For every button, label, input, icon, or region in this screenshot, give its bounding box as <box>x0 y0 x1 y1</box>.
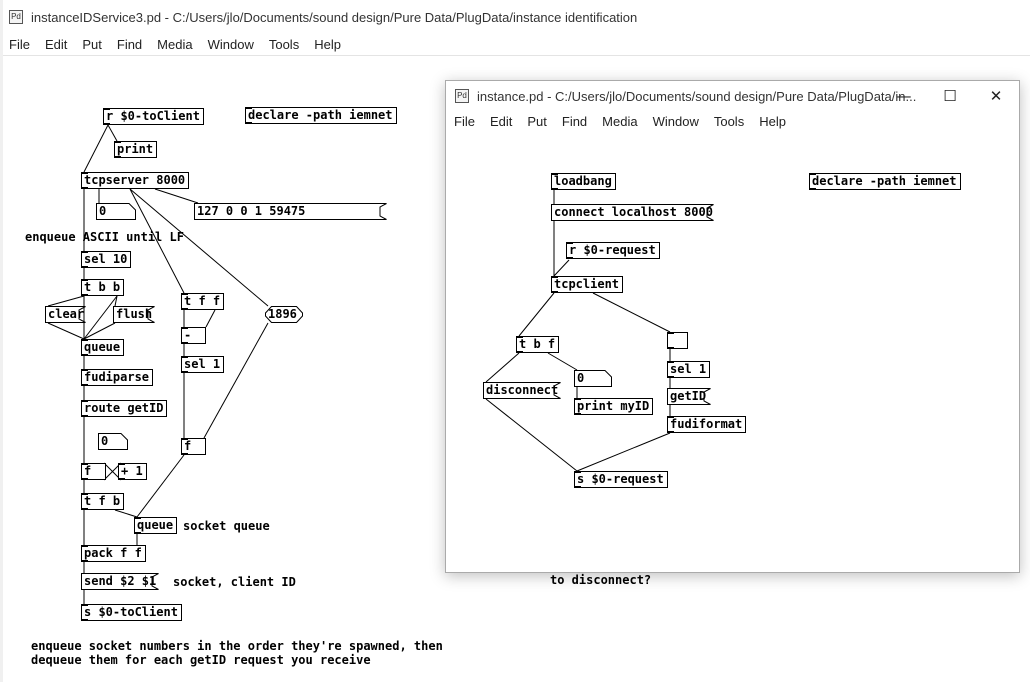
menu-file[interactable]: File <box>9 36 30 52</box>
tbf-object[interactable]: t b f <box>516 336 560 353</box>
connect-message[interactable]: connect localhost 8000 <box>551 204 723 221</box>
maximize-button[interactable]: ☐ <box>943 87 957 105</box>
window-left-edge <box>0 0 3 682</box>
sel10-object[interactable]: sel 10 <box>81 251 132 268</box>
instance-window-title: instance.pd - C:/Users/jlo/Documents/sou… <box>477 88 917 104</box>
menu-find[interactable]: Find <box>116 36 143 52</box>
float-object[interactable]: f <box>81 463 106 480</box>
tcpclient-object[interactable]: tcpclient <box>551 276 624 293</box>
flush-message-text: flush <box>116 307 153 321</box>
print-object[interactable]: print <box>114 141 158 158</box>
socket-queue-comment: socket queue <box>183 519 270 533</box>
menu-window[interactable]: Window <box>207 36 254 52</box>
close-button[interactable]: ✕ <box>989 87 1003 105</box>
tbb-object[interactable]: t b b <box>81 279 125 296</box>
pack-object[interactable]: pack f f <box>81 545 146 562</box>
menu-media[interactable]: Media <box>157 36 193 52</box>
menu-edit[interactable]: Edit <box>44 36 68 52</box>
main-title-bar[interactable]: Pd instanceIDService3.pd - C:/Users/jlo/… <box>0 0 1030 34</box>
socket-number-value: 1896 <box>268 307 297 321</box>
s-request-object[interactable]: s $0-request <box>574 471 668 488</box>
instance-window: Pd instance.pd - C:/Users/jlo/Documents/… <box>445 80 1020 573</box>
clear-message[interactable]: clear <box>45 306 94 323</box>
menu-help[interactable]: Help <box>314 36 341 52</box>
route-getid-object[interactable]: route getID <box>81 400 168 417</box>
main-menu-bar: File Edit Put Find Media Window Tools He… <box>0 34 1030 54</box>
sel1-object[interactable]: sel 1 <box>667 361 711 378</box>
queue-object[interactable]: queue <box>81 339 125 356</box>
menu-media[interactable]: Media <box>602 113 638 129</box>
main-window-title: instanceIDService3.pd - C:/Users/jlo/Doc… <box>31 9 638 25</box>
menu-window[interactable]: Window <box>652 113 699 129</box>
id-number-box[interactable]: 0 <box>574 370 612 387</box>
disconnect-question-comment: to disconnect? <box>550 573 652 587</box>
r-request-object[interactable]: r $0-request <box>566 242 660 259</box>
menu-file[interactable]: File <box>454 113 475 129</box>
connect-message-text: connect localhost 8000 <box>554 205 713 219</box>
socket-number-box[interactable]: 1896 <box>265 306 303 323</box>
minimize-button[interactable]: — <box>896 87 912 105</box>
fudiformat-object[interactable]: fudiformat <box>667 416 747 433</box>
getid-message[interactable]: getID <box>667 388 716 405</box>
print-myid-object[interactable]: print myID <box>574 398 654 415</box>
float-object-2[interactable]: f <box>181 438 206 455</box>
menu-put[interactable]: Put <box>527 113 547 129</box>
disconnect-message[interactable]: disconnect <box>483 382 568 399</box>
send-message-text: send $2 $1 <box>84 574 157 588</box>
menu-put[interactable]: Put <box>82 36 102 52</box>
counter-number-box[interactable]: 0 <box>98 433 128 450</box>
bottom-note-comment: enqueue socket numbers in the order they… <box>31 639 443 667</box>
fudiparse-object[interactable]: fudiparse <box>81 369 154 386</box>
declare-object[interactable]: declare -path iemnet <box>809 173 961 190</box>
send-message[interactable]: send $2 $1 <box>81 573 166 590</box>
id-number-value: 0 <box>577 371 585 385</box>
ip-message[interactable]: 127 0 0 1 59475 <box>194 203 387 220</box>
menu-edit[interactable]: Edit <box>489 113 513 129</box>
number-box[interactable]: 0 <box>96 203 136 220</box>
menu-find[interactable]: Find <box>561 113 588 129</box>
menu-tools[interactable]: Tools <box>713 113 745 129</box>
r-toclient-object[interactable]: r $0-toClient <box>103 108 204 125</box>
ip-message-text: 127 0 0 1 59475 <box>197 204 306 218</box>
instance-title-bar[interactable]: Pd instance.pd - C:/Users/jlo/Documents/… <box>446 81 1019 111</box>
sel1-object[interactable]: sel 1 <box>181 356 225 373</box>
pd-icon-small: Pd <box>455 89 469 103</box>
declare-object[interactable]: declare -path iemnet <box>245 107 397 124</box>
loadbang-object[interactable]: loadbang <box>551 173 616 190</box>
menu-divider <box>0 55 1030 56</box>
enqueue-comment: enqueue ASCII until LF <box>25 230 184 244</box>
queue-socket-object[interactable]: queue <box>134 517 178 534</box>
flush-message[interactable]: flush <box>113 306 162 323</box>
s-toclient-object[interactable]: s $0-toClient <box>81 604 182 621</box>
menu-help[interactable]: Help <box>759 113 786 129</box>
minus-object[interactable]: - <box>181 327 206 344</box>
pd-icon: Pd <box>9 10 23 24</box>
plus-one-object[interactable]: + 1 <box>118 463 147 480</box>
getid-message-text: getID <box>670 389 707 403</box>
instance-patch-cords <box>485 190 671 472</box>
instance-menu-bar: File Edit Put Find Media Window Tools He… <box>446 111 1019 131</box>
bang-object[interactable] <box>667 332 688 349</box>
socket-client-comment: socket, client ID <box>173 575 296 589</box>
number-box-value: 0 <box>99 204 107 218</box>
counter-number-value: 0 <box>101 434 109 448</box>
tcpserver-object[interactable]: tcpserver 8000 <box>81 172 190 189</box>
disconnect-message-text: disconnect <box>486 383 559 397</box>
tfb-object[interactable]: t f b <box>81 493 125 510</box>
tff-object[interactable]: t f f <box>181 293 225 310</box>
clear-message-text: clear <box>48 307 85 321</box>
menu-tools[interactable]: Tools <box>268 36 300 52</box>
